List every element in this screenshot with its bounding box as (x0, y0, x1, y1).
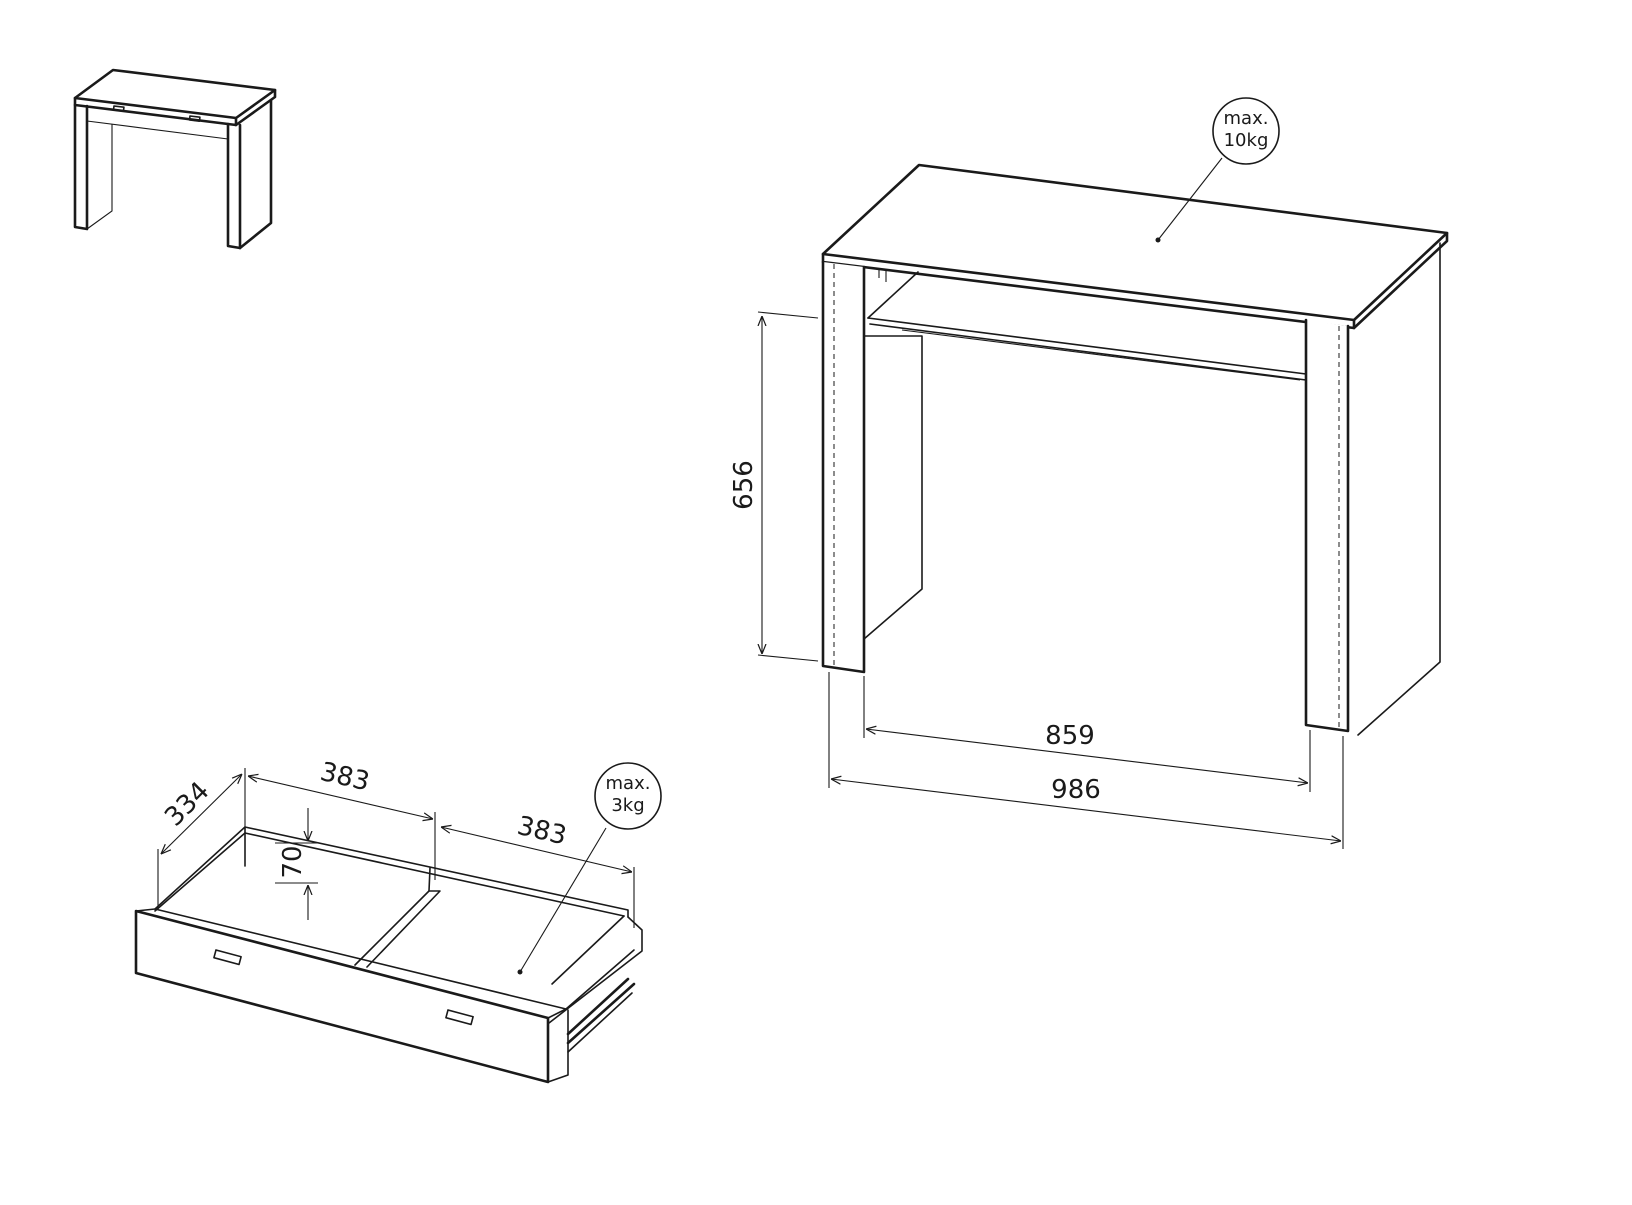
drawer-load-line2: 3kg (611, 795, 644, 816)
thumb-handle-left-icon (112, 105, 125, 112)
desk-load-badge (1212, 97, 1280, 165)
drawer-right-compartment-label: 383 (514, 811, 569, 851)
drawer-load-line1: max. (606, 773, 651, 794)
drawer-depth-label: 334 (159, 776, 215, 832)
drawer-handle-left-icon (213, 949, 242, 966)
desk-thumbnail (73, 68, 277, 250)
thumb-handle-right-icon (188, 115, 201, 122)
drawer-left-compartment-label: 383 (317, 757, 372, 797)
desk-inner-width-label: 859 (1045, 721, 1095, 751)
desk-outer-width-label: 986 (1051, 775, 1101, 805)
drawer-height-label: 70 (278, 845, 308, 878)
desk-height-label: 656 (729, 460, 759, 510)
drawer-handle-right-icon (445, 1009, 474, 1026)
desk-drawing: max. 10kg 656 859 986 (729, 97, 1449, 849)
drawer-drawing: max. 3kg 334 383 383 70 (134, 757, 662, 1084)
desk-load-line2: 10kg (1224, 130, 1269, 151)
desk-load-line1: max. (1224, 108, 1269, 129)
